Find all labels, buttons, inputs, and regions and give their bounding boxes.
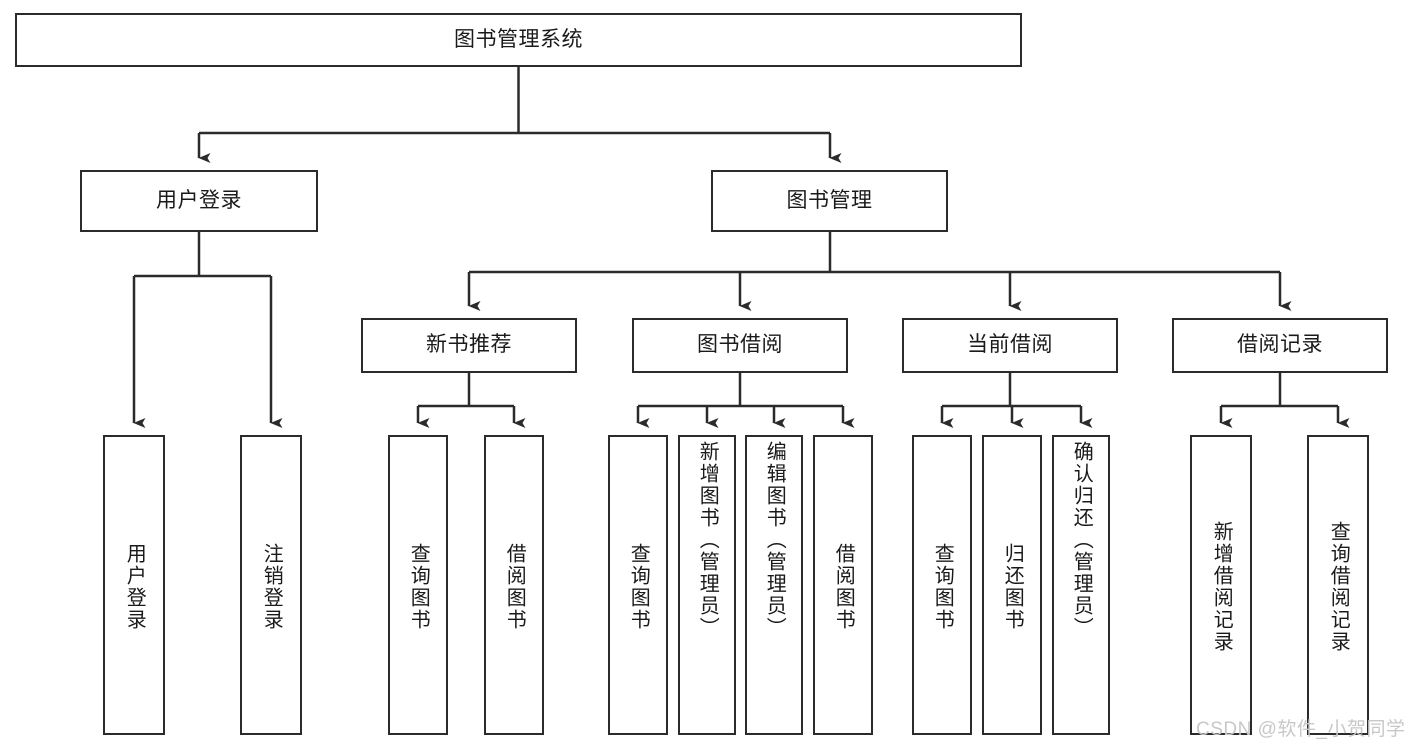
node-root-label: 图书管理系统 bbox=[454, 27, 583, 51]
node-book-management[interactable]: 图书管理 bbox=[711, 170, 948, 232]
node-leaf-return-book[interactable]: 归还图书 bbox=[982, 435, 1042, 735]
node-leaf-borrow-book-rec-label: 借阅图书 bbox=[503, 543, 526, 631]
node-leaf-return-book-label: 归还图书 bbox=[1001, 543, 1024, 631]
node-leaf-edit-book-admin-label: 编辑图书（管理员） bbox=[763, 441, 786, 639]
node-leaf-query-book-borrow-label: 查询图书 bbox=[627, 543, 650, 631]
node-current-borrow[interactable]: 当前借阅 bbox=[902, 318, 1118, 373]
node-leaf-add-borrow-record-label: 新增借阅记录 bbox=[1210, 521, 1233, 653]
node-leaf-borrow-book-label: 借阅图书 bbox=[832, 543, 855, 631]
node-borrow-record[interactable]: 借阅记录 bbox=[1172, 318, 1388, 373]
node-leaf-user-login-label: 用户登录 bbox=[123, 543, 146, 631]
node-leaf-query-borrow-record-label: 查询借阅记录 bbox=[1327, 521, 1350, 653]
node-user-login[interactable]: 用户登录 bbox=[80, 170, 318, 232]
node-root[interactable]: 图书管理系统 bbox=[15, 13, 1022, 67]
node-leaf-query-book-borrow[interactable]: 查询图书 bbox=[608, 435, 668, 735]
node-current-borrow-label: 当前借阅 bbox=[967, 333, 1053, 357]
node-leaf-add-book-admin[interactable]: 新增图书（管理员） bbox=[678, 435, 736, 735]
node-user-login-label: 用户登录 bbox=[156, 188, 242, 212]
node-leaf-query-book-rec-label: 查询图书 bbox=[407, 543, 430, 631]
node-borrow-record-label: 借阅记录 bbox=[1237, 333, 1323, 357]
node-leaf-add-borrow-record[interactable]: 新增借阅记录 bbox=[1190, 435, 1252, 735]
node-leaf-user-logout[interactable]: 注销登录 bbox=[240, 435, 302, 735]
node-leaf-confirm-return-admin-label: 确认归还（管理员） bbox=[1070, 441, 1093, 639]
node-leaf-query-borrow-record[interactable]: 查询借阅记录 bbox=[1307, 435, 1369, 735]
node-leaf-user-logout-label: 注销登录 bbox=[260, 543, 283, 631]
node-leaf-confirm-return-admin[interactable]: 确认归还（管理员） bbox=[1052, 435, 1110, 735]
node-leaf-add-book-admin-label: 新增图书（管理员） bbox=[696, 441, 719, 639]
node-book-borrow-label: 图书借阅 bbox=[697, 333, 783, 357]
node-leaf-user-login[interactable]: 用户登录 bbox=[103, 435, 165, 735]
node-leaf-query-book-rec[interactable]: 查询图书 bbox=[388, 435, 448, 735]
node-book-management-label: 图书管理 bbox=[786, 188, 873, 212]
node-new-book-recommend-label: 新书推荐 bbox=[426, 333, 512, 357]
node-leaf-borrow-book-rec[interactable]: 借阅图书 bbox=[484, 435, 544, 735]
node-book-borrow[interactable]: 图书借阅 bbox=[632, 318, 848, 373]
node-leaf-borrow-book[interactable]: 借阅图书 bbox=[813, 435, 873, 735]
node-leaf-query-book-cur[interactable]: 查询图书 bbox=[912, 435, 972, 735]
node-new-book-recommend[interactable]: 新书推荐 bbox=[361, 318, 577, 373]
node-leaf-query-book-cur-label: 查询图书 bbox=[931, 543, 954, 631]
node-leaf-edit-book-admin[interactable]: 编辑图书（管理员） bbox=[745, 435, 803, 735]
